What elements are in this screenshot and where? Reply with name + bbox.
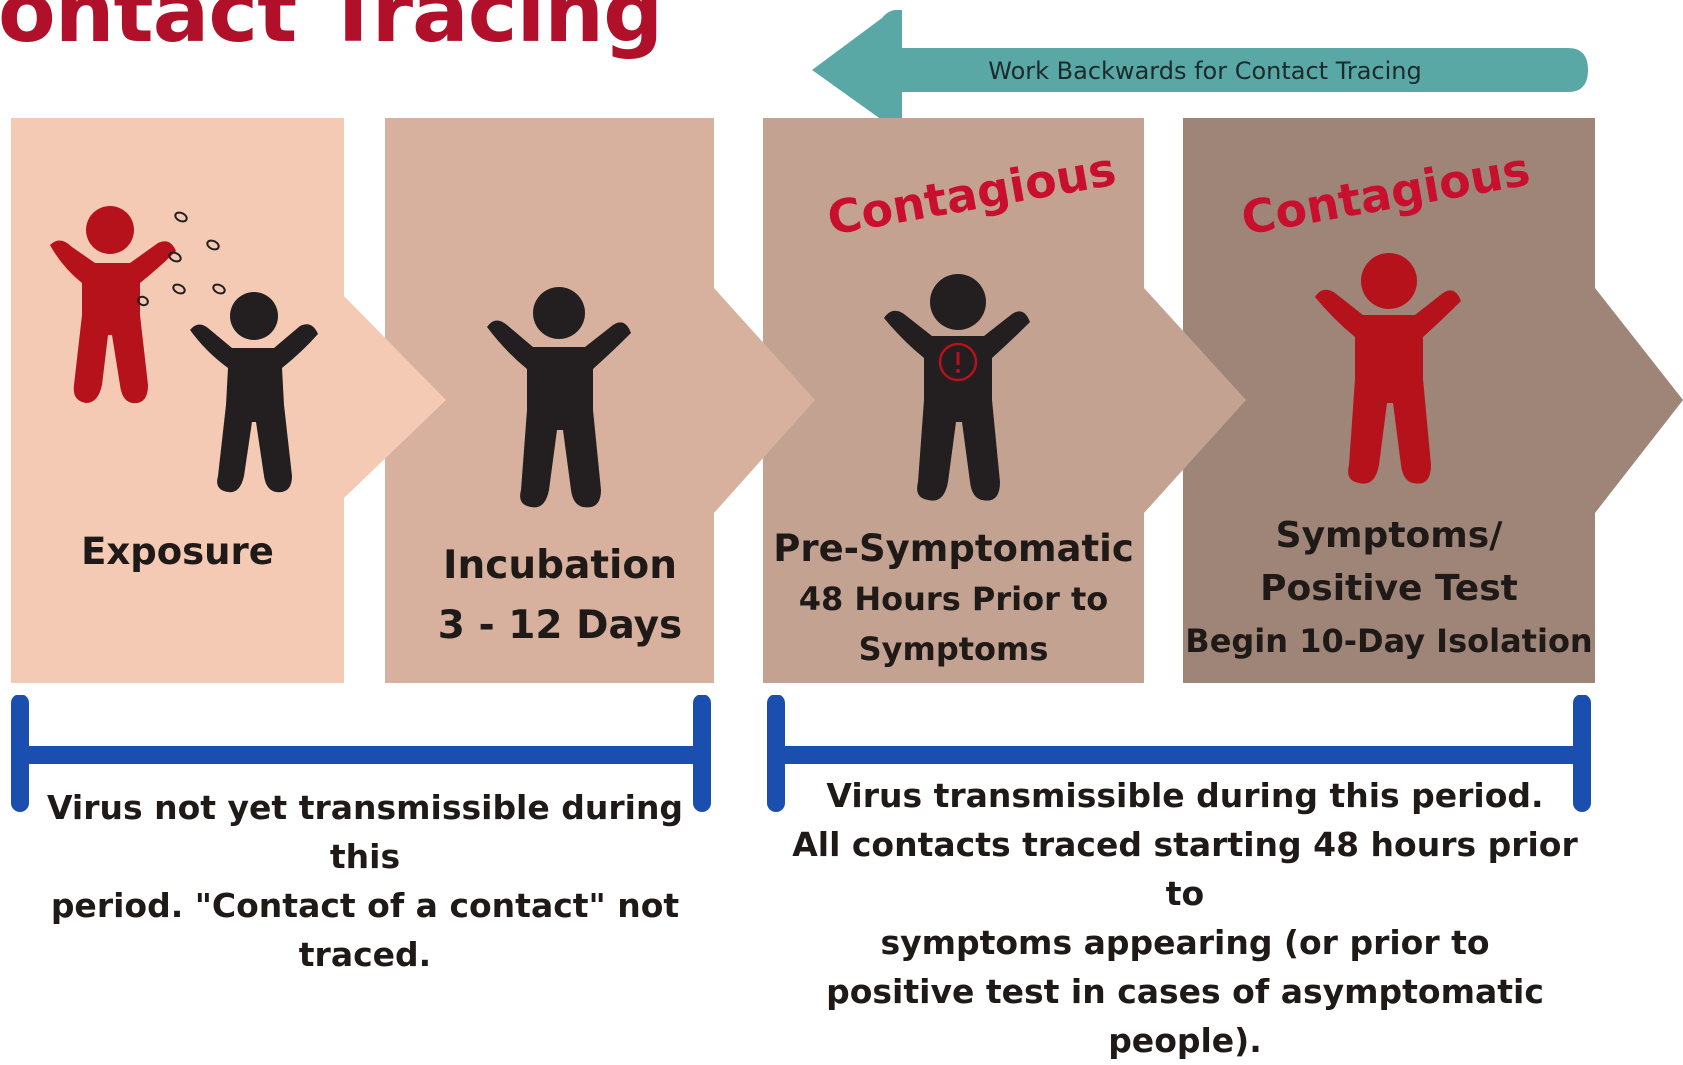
caption-line: All contacts traced starting 48 hours pr… [792, 825, 1578, 913]
stage-incubation-bg [385, 118, 815, 683]
caption-line: Virus transmissible during this period. [826, 776, 1544, 815]
infected-person-icon [50, 206, 176, 404]
stage-label-incubation: Incubation [443, 543, 677, 588]
stage-label-exposure: Exposure [81, 530, 274, 573]
caption-line: traced. [298, 935, 432, 974]
stage-sub-presymptomatic-line1: 48 Hours Prior to [798, 580, 1109, 618]
work-backwards-label: Work Backwards for Contact Tracing [988, 57, 1422, 85]
caption-not-transmissible: Virus not yet transmissible during this … [20, 783, 710, 979]
symptomatic-person-icon [1315, 253, 1461, 484]
caption-line: period. "Contact of a contact" not [50, 886, 680, 925]
stage-sub-symptoms: Begin 10-Day Isolation [1185, 622, 1593, 660]
stage-label-presymptomatic: Pre-Symptomatic [773, 527, 1134, 570]
stage-label-symptoms-line2: Positive Test [1260, 568, 1518, 609]
caption-line: Virus not yet transmissible during this [46, 788, 684, 876]
caption-line: symptoms appearing (or prior to [880, 923, 1490, 962]
stage-presymptomatic-bg [763, 118, 1246, 683]
exposed-person-icon [190, 292, 318, 493]
transmissible-bracket [767, 695, 1591, 812]
stage-label-symptoms-line1: Symptoms/ [1275, 515, 1503, 556]
stage-sub-incubation: 3 - 12 Days [437, 603, 683, 648]
caption-line: positive test in cases of asymptomatic p… [826, 972, 1544, 1060]
presymptomatic-person-icon [884, 274, 1030, 501]
stage-sub-presymptomatic-line2: Symptoms [858, 630, 1049, 668]
page-title: ontact Tracing [0, 0, 663, 61]
work-backwards-arrow [812, 10, 1588, 130]
caption-transmissible: Virus transmissible during this period. … [770, 771, 1600, 1065]
stage-symptoms-bg [1183, 118, 1683, 683]
droplets-icon [137, 211, 226, 307]
incubating-person-icon [487, 287, 631, 508]
alert-icon [938, 342, 978, 382]
not-transmissible-bracket [11, 695, 711, 812]
